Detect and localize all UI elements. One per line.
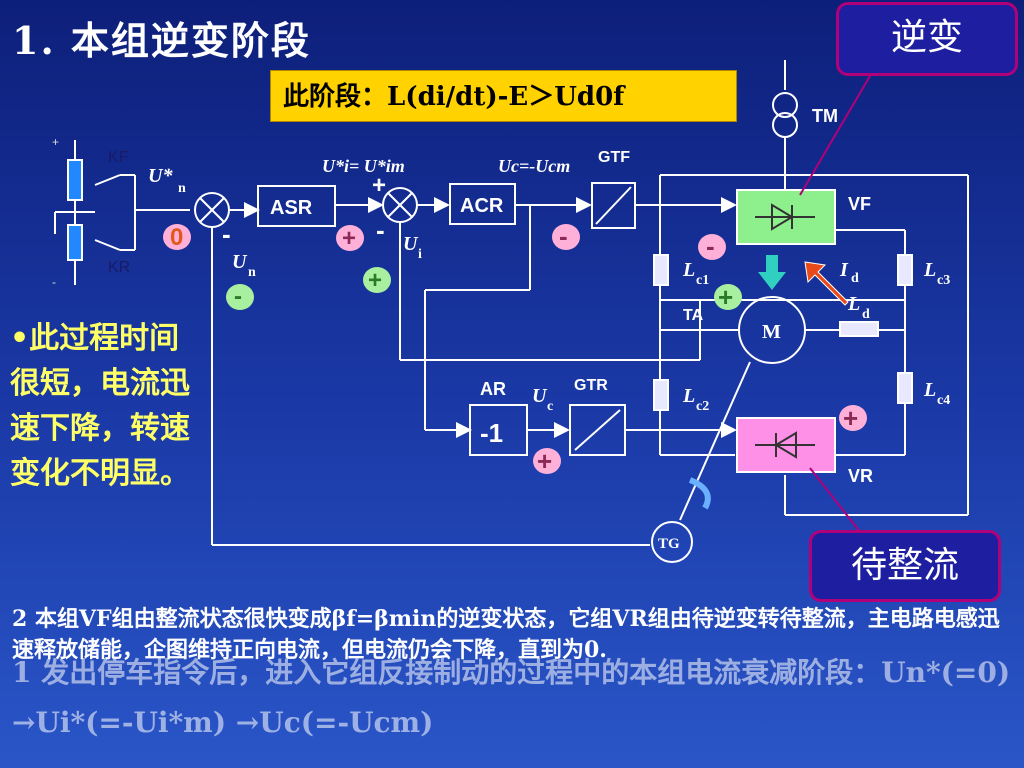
ar-gain: -1 <box>480 418 503 448</box>
ar-label: AR <box>480 379 506 399</box>
uc-bar-label: U <box>532 385 548 407</box>
ar-sign-plus: + <box>537 446 552 476</box>
ta-label: TA <box>683 307 704 324</box>
ar-block <box>469 404 528 456</box>
uc-eq: Uc=-Ucm <box>498 156 570 176</box>
vr-label: VR <box>848 466 873 486</box>
side-note: •此过程时间很短，电流迅速下降，转速变化不明显。 <box>10 321 190 491</box>
lc4-sub: c4 <box>937 393 950 408</box>
page-title: 1. 本组逆变阶段 <box>12 18 311 63</box>
lc1-sub: c1 <box>696 273 709 288</box>
minus-terminal: - <box>52 275 56 289</box>
kr-label: KR <box>108 259 130 276</box>
ui-feedback-label: U <box>403 233 419 255</box>
current-arrow-red <box>804 261 849 306</box>
callout-waiting-rectify: 待整流 <box>809 530 1001 602</box>
explanation-text: 2 本组VF组由整流状态很快变成βf=βmin的逆变状态，它组VR组由待逆变转待… <box>12 606 1000 663</box>
sum2-minus: - <box>376 215 385 245</box>
un-star-sub: n <box>178 181 186 196</box>
sum2-plus: + <box>372 172 386 199</box>
gtr-label: GTR <box>574 377 608 394</box>
lc3-sub: c3 <box>937 273 950 288</box>
vf-label: VF <box>848 194 871 214</box>
vf-converter <box>736 189 836 245</box>
lc3-label: L <box>923 259 936 281</box>
rotation-arrow <box>688 477 711 510</box>
un-feedback-sub: n <box>248 265 256 280</box>
current-arrow-down <box>758 255 786 290</box>
motor-label: M <box>762 321 781 343</box>
un-sign-minus: - <box>234 283 242 310</box>
lc1-label: L <box>682 259 695 281</box>
motor-symbol <box>738 296 806 364</box>
ld-sub: d <box>862 307 870 322</box>
lc4-label: L <box>923 379 936 401</box>
id-label: I <box>839 259 849 281</box>
sum1-minus: - <box>222 219 231 249</box>
ld-label: L <box>847 293 860 315</box>
un-star-label: U* <box>148 165 173 187</box>
tg-label: TG <box>658 536 680 552</box>
uc-sign-minus: - <box>559 221 568 251</box>
tg-symbol <box>651 521 693 563</box>
zero-signal: 0 <box>170 224 183 251</box>
gtf-label: GTF <box>598 149 630 166</box>
acr-label: ACR <box>460 195 504 217</box>
asr-sign-plus: + <box>342 225 356 252</box>
plus-terminal: + <box>52 135 59 149</box>
callout-inverting: 逆变 <box>836 2 1018 76</box>
id-sub: d <box>851 271 859 286</box>
acr-block <box>449 183 516 225</box>
motor-sign-plus: + <box>718 282 733 312</box>
condition-box: 此阶段：L(di/dt)-E＞Ud0f <box>270 70 737 122</box>
ui-ref-eq: U*i= U*im <box>322 156 405 176</box>
tm-label: TM <box>812 106 838 126</box>
ui-feedback-sub: i <box>418 247 422 262</box>
lc2-sub: c2 <box>696 399 709 414</box>
lc2-label: L <box>682 385 695 407</box>
asr-block <box>257 185 336 227</box>
ui-sign-plus: + <box>368 267 382 294</box>
kf-label: KF <box>108 149 129 166</box>
asr-label: ASR <box>270 197 313 219</box>
vr-sign-plus: + <box>843 403 858 433</box>
un-feedback-label: U <box>232 251 248 273</box>
vf-sign-minus: - <box>706 231 715 261</box>
uc-bar-sub: c <box>547 399 553 414</box>
